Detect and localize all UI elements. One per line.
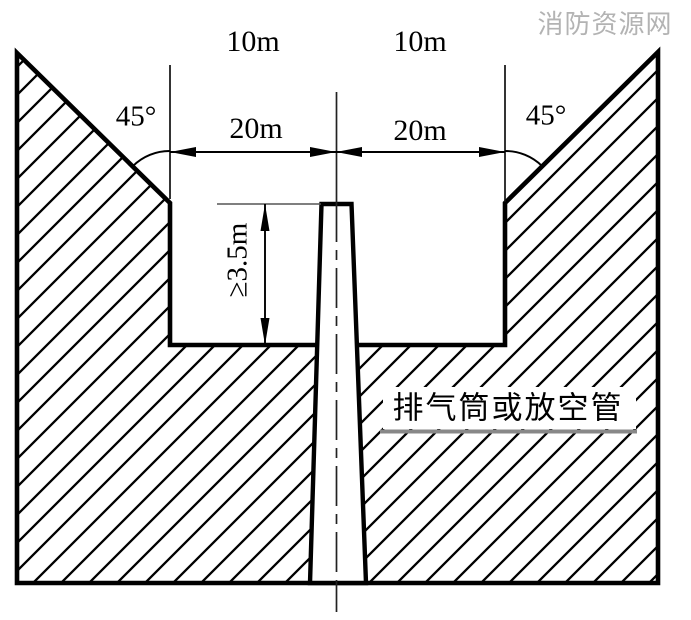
right-span-label: 20m: [393, 114, 447, 147]
left-span-arrowhead-right: [310, 147, 336, 157]
right-angle-label: 45°: [525, 99, 567, 132]
top-right-offset-label: 10m: [393, 25, 447, 58]
left-angle-label: 45°: [115, 100, 157, 133]
vent-stack-shape: [307, 201, 369, 586]
stack-height-arrowhead-top: [260, 204, 270, 231]
caption-background: [383, 387, 636, 429]
stack-height-arrowhead-bottom: [260, 318, 270, 345]
hatched-ground-mass: [14, 46, 661, 586]
left-span-arrowhead-left: [170, 147, 196, 157]
right-span-arrowhead-left: [336, 147, 362, 157]
top-left-offset-label: 10m: [226, 25, 280, 58]
left-angle-arc: [132, 150, 171, 167]
watermark: 消防资源网: [537, 10, 673, 39]
stack-caption: 排气筒或放空管: [392, 390, 624, 426]
right-span-arrowhead-right: [479, 147, 505, 157]
left-span-label: 20m: [229, 112, 283, 145]
right-angle-arc: [504, 150, 543, 167]
stack-height-label: ≥3.5m: [221, 222, 254, 298]
